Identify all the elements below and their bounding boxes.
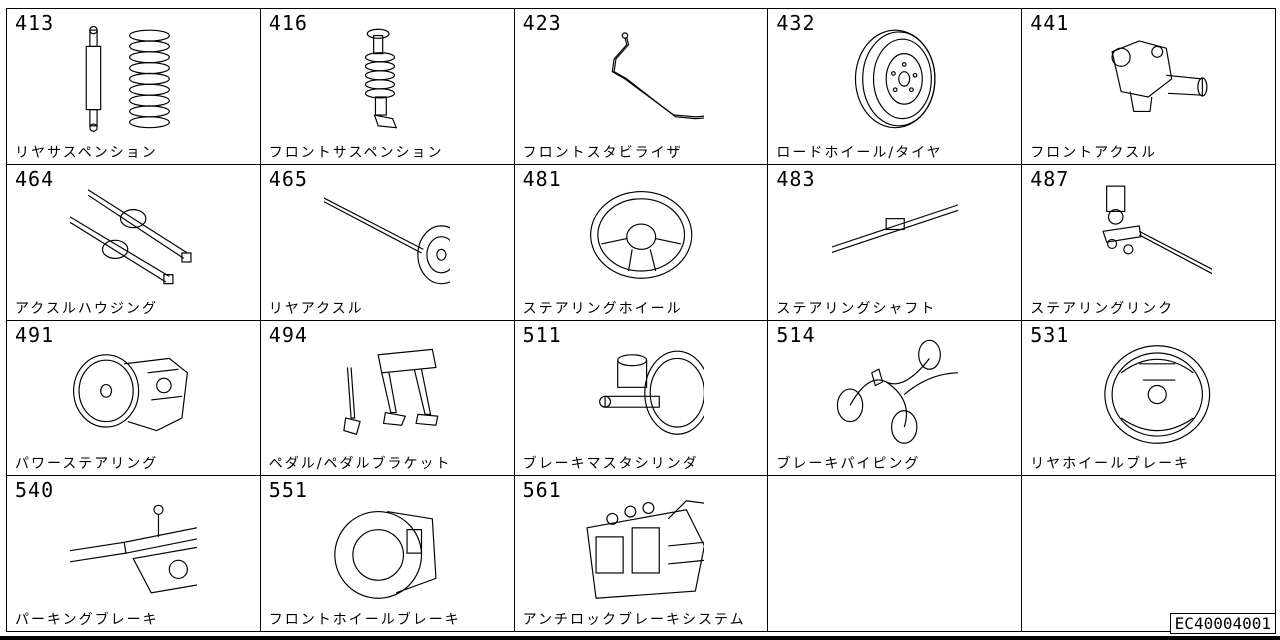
figure-code: EC40004001 (1169, 613, 1276, 634)
item-label: リヤアクスル (268, 300, 364, 317)
pedal-bracket-icon (324, 331, 450, 449)
item-code: 441 (1030, 11, 1070, 35)
steering-shaft-icon (806, 175, 995, 293)
item-code: 514 (776, 322, 816, 347)
item-code: 531 (1030, 322, 1070, 347)
item-code: 483 (776, 166, 816, 191)
abs-unit-icon (578, 486, 714, 604)
catalog-item-413[interactable]: 413 リヤサスペンション (7, 9, 261, 165)
item-code: 551 (268, 478, 308, 503)
item-code: 432 (776, 11, 816, 35)
catalog-item-514[interactable]: 514 ブレーキパイピング (768, 320, 1023, 477)
item-label: アンチロックブレーキシステム (522, 612, 746, 628)
item-label: リヤサスペンション (15, 144, 158, 161)
catalog-item-416[interactable]: 416 フロントサスペンション (260, 9, 515, 165)
parking-brake-icon (37, 486, 216, 604)
catalog-item-441[interactable]: 441 フロントアクスル (1022, 9, 1276, 165)
item-label: フロントホイールブレーキ (268, 612, 461, 628)
catalog-item-491[interactable]: 491 パワーステアリング (7, 320, 261, 477)
steering-wheel-icon (578, 175, 704, 293)
catalog-item-511[interactable]: 511 ブレーキマスタシリンダ (514, 320, 769, 477)
steering-link-icon (1085, 175, 1234, 293)
item-label: アクスルハウジング (15, 300, 158, 317)
catalog-item-432[interactable]: 432 ロードホイール/タイヤ (768, 9, 1023, 165)
catalog-item-481[interactable]: 481 ステアリングホイール (514, 164, 769, 321)
catalog-item-561[interactable]: 561 アンチロックブレーキシステム (514, 476, 769, 632)
item-code: 416 (268, 11, 308, 35)
catalog-item-465[interactable]: 465 リヤアクスル (260, 164, 515, 321)
axle-housing-icon (69, 175, 196, 293)
parts-catalog-grid: 413 リヤサスペンション 416 フロント (6, 8, 1276, 632)
item-code: 540 (15, 478, 55, 503)
item-code: 561 (522, 478, 562, 503)
catalog-item-551[interactable]: 551 フロントホイールブレーキ (260, 476, 515, 632)
catalog-item-487[interactable]: 487 ステアリングリンク (1022, 164, 1276, 321)
empty-cell (1022, 476, 1276, 632)
item-label: リヤホイールブレーキ (1030, 456, 1191, 473)
item-label: フロントスタビライザ (522, 144, 683, 161)
front-suspension-icon (324, 19, 450, 137)
item-code: 487 (1030, 166, 1070, 191)
item-label: ブレーキマスタシリンダ (522, 456, 699, 473)
catalog-item-540[interactable]: 540 パーキングブレーキ (7, 476, 261, 632)
item-code: 481 (522, 166, 562, 191)
bottom-rule (0, 636, 1280, 640)
brake-master-cylinder-icon (578, 331, 747, 449)
item-label: ステアリングリンク (1030, 300, 1175, 317)
item-label: ペダル/ペダルブラケット (268, 456, 452, 473)
front-stabilizer-icon (578, 19, 726, 137)
catalog-item-531[interactable]: 531 リヤホイールブレーキ (1022, 320, 1276, 477)
empty-cell (768, 476, 1023, 632)
rear-wheel-brake-icon (1085, 331, 1211, 449)
item-label: ロードホイール/タイヤ (776, 144, 943, 161)
item-label: フロントサスペンション (268, 144, 444, 161)
item-code: 491 (15, 322, 55, 347)
rear-suspension-icon (70, 19, 196, 137)
item-label: ブレーキパイピング (776, 456, 921, 473)
rear-axle-icon (314, 175, 466, 293)
item-code: 494 (268, 322, 308, 347)
item-code: 465 (268, 166, 308, 191)
item-code: 413 (15, 11, 55, 35)
catalog-item-483[interactable]: 483 ステアリングシャフト (768, 164, 1023, 321)
front-wheel-brake-icon (324, 486, 450, 604)
item-label: ステアリングホイール (522, 300, 683, 317)
item-label: パワーステアリング (15, 456, 159, 473)
item-label: フロントアクスル (1030, 144, 1158, 161)
catalog-item-464[interactable]: 464 アクスルハウジング (7, 164, 261, 321)
item-code: 511 (522, 322, 562, 347)
brake-piping-icon (832, 331, 999, 449)
road-wheel-tire-icon (832, 19, 958, 137)
front-axle-icon (1085, 19, 1211, 137)
item-label: パーキングブレーキ (15, 612, 159, 628)
catalog-item-423[interactable]: 423 フロントスタビライザ (514, 9, 769, 165)
item-label: ステアリングシャフト (776, 300, 937, 317)
catalog-item-494[interactable]: 494 ペダル/ペダルブラケット (260, 320, 515, 477)
item-code: 423 (522, 11, 562, 35)
power-steering-icon (70, 331, 196, 449)
item-code: 464 (15, 166, 55, 191)
